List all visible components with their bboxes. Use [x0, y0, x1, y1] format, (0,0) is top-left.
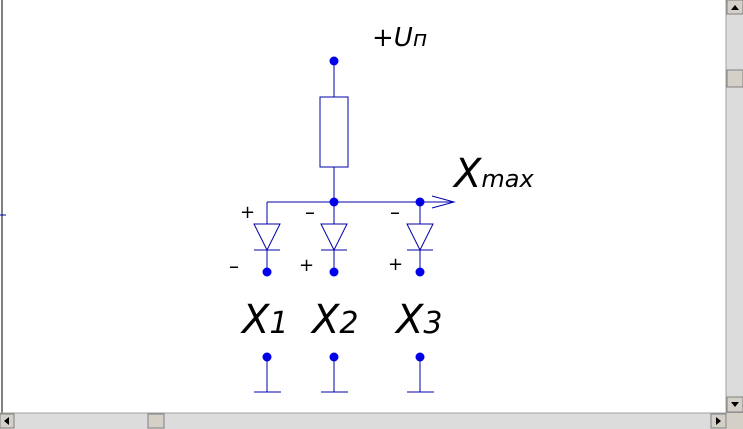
supply-label: +Uп	[372, 23, 427, 53]
diode-3	[406, 202, 434, 277]
diode-3-node	[415, 267, 425, 277]
ground-terminal-1	[254, 352, 281, 393]
vertical-scrollbar[interactable]	[725, 0, 743, 413]
input-label-2: X2	[310, 297, 359, 343]
polarity-d1-top: +	[240, 202, 255, 223]
diode-1-node	[262, 267, 272, 277]
svg-text:Xmax: Xmax	[452, 151, 534, 197]
output-arrow	[431, 195, 456, 209]
ground-terminal-2	[321, 352, 348, 393]
input-label-1: X1	[240, 297, 289, 343]
horizontal-scroll-thumb[interactable]	[147, 413, 165, 429]
diode-1	[253, 202, 281, 277]
input-label-3: X3	[394, 297, 443, 343]
resistor	[319, 96, 349, 168]
horizontal-scrollbar[interactable]	[0, 412, 743, 429]
svg-text:+Uп: +Uп	[372, 23, 427, 53]
arrow-left-icon[interactable]	[0, 413, 15, 429]
polarity-d2-top: –	[305, 200, 315, 224]
arrow-right-icon[interactable]	[710, 413, 727, 429]
polarity-d3-bottom: +	[388, 254, 403, 275]
vertical-scroll-thumb[interactable]	[726, 69, 743, 88]
arrow-up-icon[interactable]	[726, 0, 743, 15]
output-label: Xmax	[452, 151, 534, 197]
scrollbar-corner	[727, 413, 743, 429]
polarity-d3-top: –	[390, 200, 400, 224]
diode-2-node	[329, 267, 339, 277]
arrow-down-icon[interactable]	[726, 396, 743, 413]
diode-2	[320, 202, 348, 277]
polarity-d2-bottom: +	[299, 255, 314, 276]
ground-terminal-3	[407, 352, 434, 393]
polarity-d1-bottom: –	[229, 254, 239, 278]
supply-node	[329, 56, 339, 66]
